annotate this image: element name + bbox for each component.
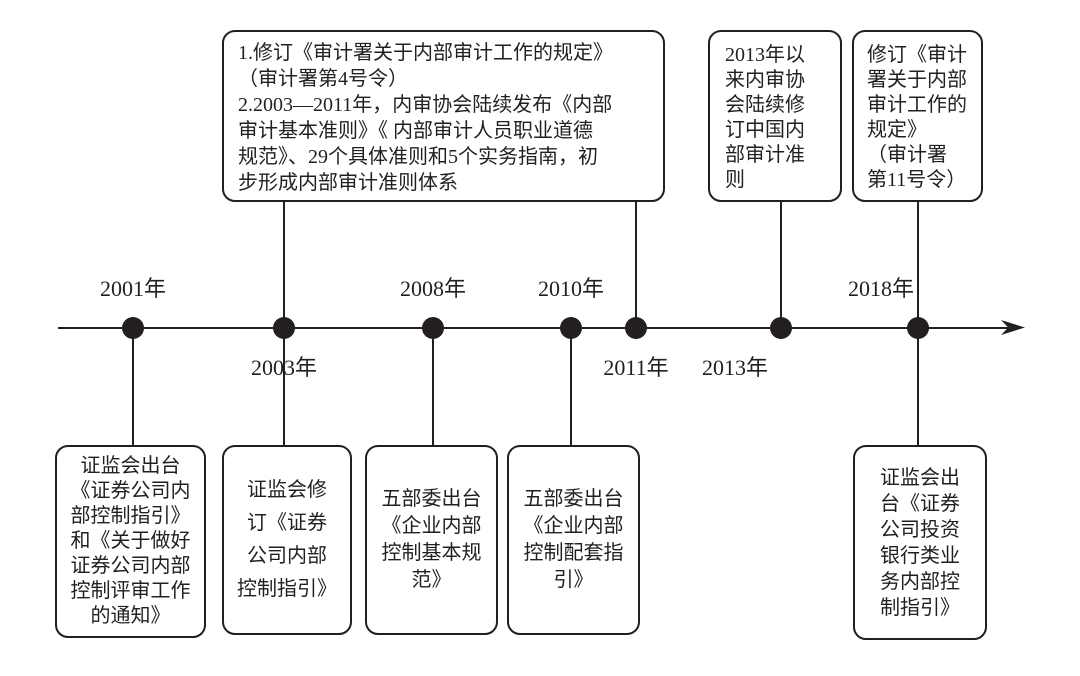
- connector-2013: [780, 200, 782, 328]
- connector-2001: [132, 328, 134, 445]
- timeline-dot-2013: [770, 317, 792, 339]
- event-box-bottom-2010: 五部委出台 《企业内部 控制配套指 引》: [507, 445, 640, 635]
- year-label-2018: 2018年: [847, 276, 915, 301]
- timeline-axis: [58, 327, 1008, 329]
- event-box-bottom-2018: 证监会出 台《证券 公司投资 银行类业 务内部控 制指引》: [853, 445, 987, 640]
- year-label-2011: 2011年: [603, 355, 669, 380]
- timeline-dot-2018: [907, 317, 929, 339]
- year-label-2003: 2003年: [250, 355, 318, 380]
- event-box-top-2018: 修订《审计 署关于内部 审计工作的 规定》 （审计署 第11号令）: [852, 30, 983, 202]
- year-label-2001: 2001年: [99, 276, 167, 301]
- event-box-top-2013: 2013年以 来内审协 会陆续修 订中国内 部审计准 则: [708, 30, 842, 202]
- event-box-bottom-2003: 证监会修 订《证券 公司内部 控制指引》: [222, 445, 352, 635]
- timeline-dot-2011: [625, 317, 647, 339]
- connector-2011: [635, 200, 637, 328]
- year-label-2008: 2008年: [399, 276, 467, 301]
- timeline-dot-2003: [273, 317, 295, 339]
- year-label-2013: 2013年: [701, 355, 769, 380]
- event-box-bottom-2008: 五部委出台 《企业内部 控制基本规 范》: [365, 445, 498, 635]
- timeline-dot-2001: [122, 317, 144, 339]
- timeline-dot-2010: [560, 317, 582, 339]
- connector-2008: [432, 328, 434, 445]
- event-box-bottom-2001: 证监会出台 《证券公司内 部控制指引》 和《关于做好 证券公司内部 控制评审工作…: [55, 445, 206, 638]
- year-label-2010: 2010年: [537, 276, 605, 301]
- connector-2010: [570, 328, 572, 445]
- timeline-dot-2008: [422, 317, 444, 339]
- event-box-top-2003-2011: 1.修订《审计署关于内部审计工作的规定》 （审计署第4号令） 2.2003—20…: [222, 30, 665, 202]
